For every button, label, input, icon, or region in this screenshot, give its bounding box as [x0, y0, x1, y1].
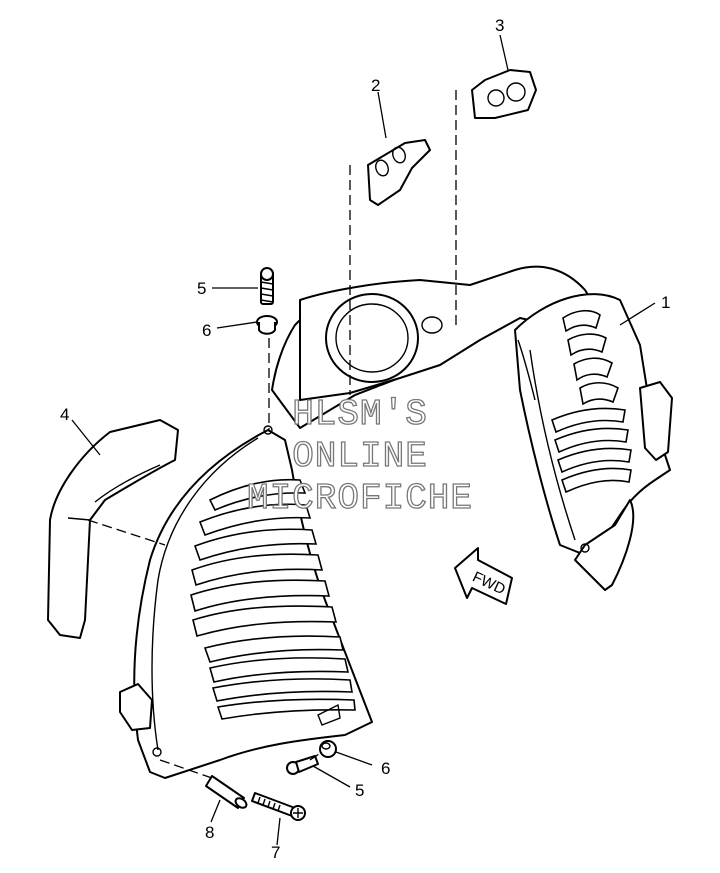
callout-6-upper: 6 [202, 321, 211, 340]
plate-part-3 [471, 69, 537, 119]
bracket-plate-part-2 [367, 139, 431, 206]
callout-2: 2 [371, 76, 380, 95]
screw-part-5-upper [260, 267, 274, 305]
callout-5-lower: 5 [355, 781, 364, 800]
callout-3: 3 [495, 16, 504, 35]
callout-4: 4 [60, 405, 69, 424]
watermark-line-2: ONLINE [292, 436, 428, 477]
collar-part-8 [205, 775, 248, 809]
screw-part-5-lower [286, 755, 319, 775]
watermark-line-3: MICROFICHE [247, 478, 473, 519]
leader-lines [71, 34, 656, 846]
callout-8: 8 [205, 823, 214, 842]
watermark-line-1: HLSM'S [292, 394, 428, 435]
watermark: HLSM'S ONLINE MICROFICHE [246, 393, 473, 519]
callout-6-lower: 6 [381, 759, 390, 778]
assembly-lines [87, 90, 457, 779]
bolt-part-7 [251, 792, 306, 821]
pad-part-4 [47, 419, 179, 639]
callout-7: 7 [271, 843, 280, 862]
inner-fender-part-1 [119, 265, 673, 779]
grommet-part-6-upper [256, 315, 278, 335]
callout-5-upper: 5 [197, 279, 206, 298]
callout-1: 1 [661, 293, 670, 312]
fwd-direction-arrow: FWD [454, 547, 513, 605]
grommet-part-6-lower [319, 740, 337, 758]
